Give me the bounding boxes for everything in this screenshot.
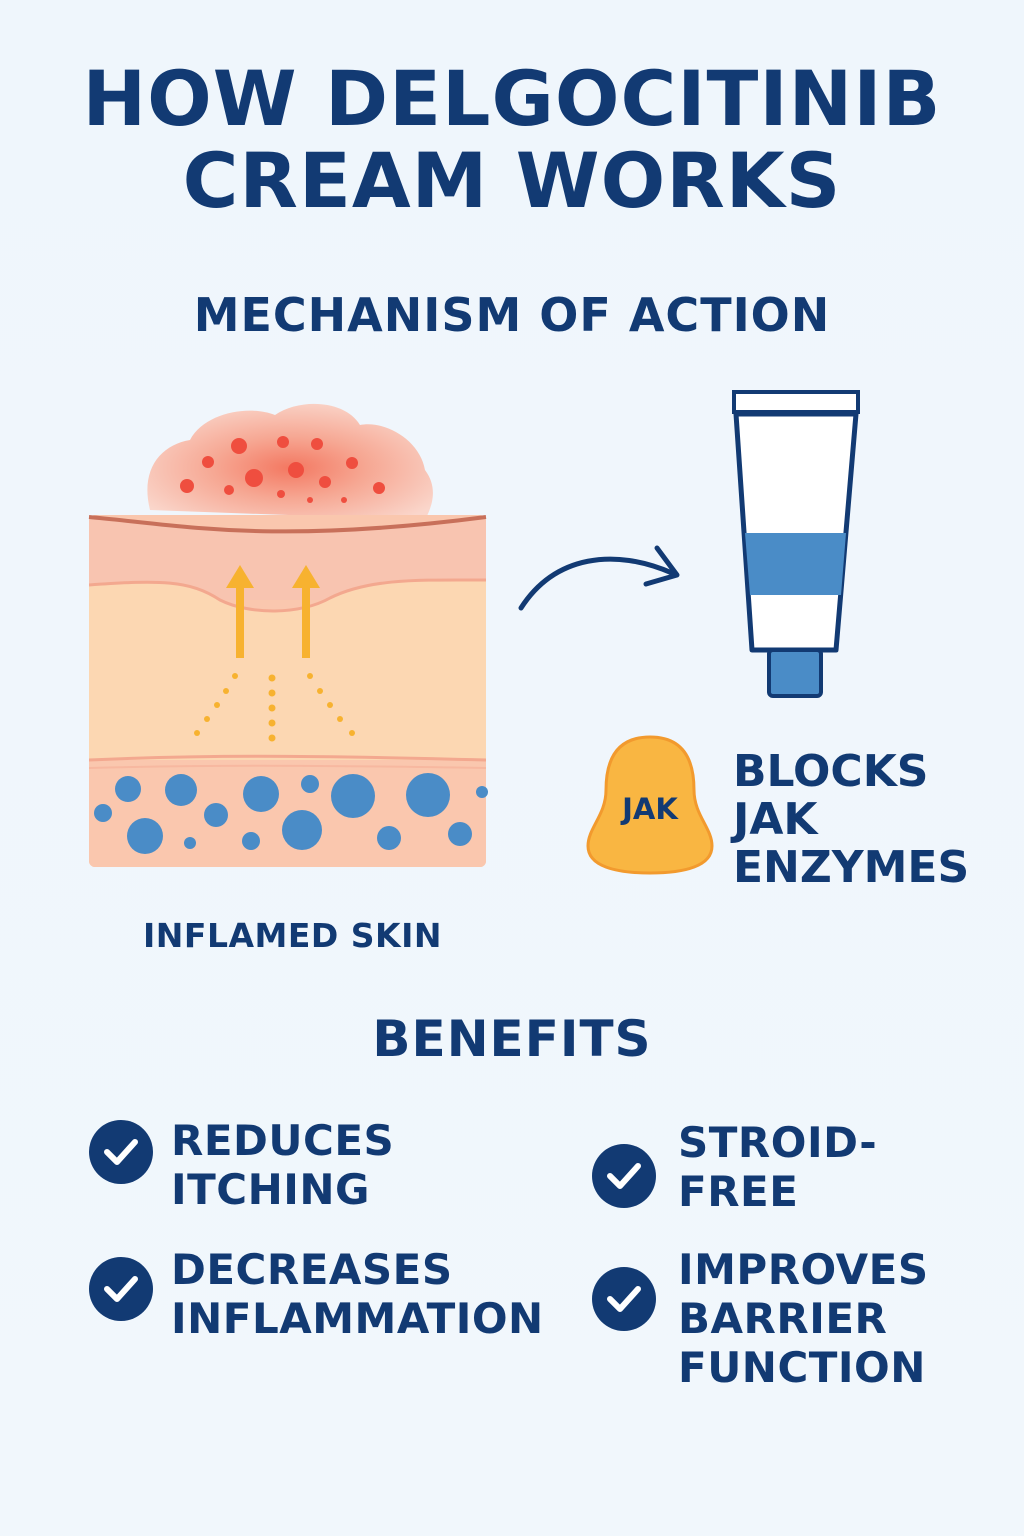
benefit-text: STROID- FREE	[678, 1118, 877, 1216]
benefit-text: DECREASES INFLAMMATION	[171, 1245, 544, 1343]
benefits-heading: BENEFITS	[372, 1010, 652, 1068]
jak-enzyme-icon	[586, 735, 714, 875]
inflamed-skin-caption: INFLAMED SKIN	[143, 916, 443, 955]
benefit-line: ITCHING	[171, 1165, 371, 1214]
benefit-item: REDUCES ITCHING	[89, 1116, 394, 1214]
cream-tube-icon	[732, 390, 860, 698]
blocks-line-3: ENZYMES	[733, 842, 970, 893]
blocks-line-1: BLOCKS	[733, 746, 929, 797]
benefit-line: REDUCES	[171, 1116, 395, 1165]
benefit-line: STROID-	[678, 1118, 878, 1167]
skin-surface-line	[88, 515, 487, 534]
benefit-text: IMPROVES BARRIER FUNCTION	[678, 1245, 929, 1392]
benefit-line: FUNCTION	[678, 1343, 926, 1392]
check-circle-icon	[89, 1120, 153, 1184]
jak-label: JAK	[622, 792, 678, 826]
title-line-2: CREAM WORKS	[182, 136, 842, 225]
inflammation-spots	[180, 436, 385, 503]
check-circle-icon	[592, 1144, 656, 1208]
benefit-text: REDUCES ITCHING	[171, 1116, 394, 1214]
inflammation-arrows	[194, 565, 355, 742]
benefit-line: INFLAMMATION	[171, 1294, 544, 1343]
benefit-line: IMPROVES	[678, 1245, 929, 1294]
benefit-item: STROID- FREE	[592, 1118, 877, 1216]
mechanism-heading: MECHANISM OF ACTION	[193, 288, 831, 342]
fat-cells	[94, 773, 488, 854]
curved-arrow-icon	[518, 545, 680, 611]
blocks-line-2: JAK	[733, 794, 818, 845]
mechanism-diagram	[88, 390, 860, 875]
benefit-item: IMPROVES BARRIER FUNCTION	[592, 1245, 929, 1392]
inflammation-bump	[147, 403, 433, 520]
page-title: HOW DELGOCITINIB CREAM WORKS	[0, 58, 1024, 222]
check-circle-icon	[592, 1267, 656, 1331]
check-circle-icon	[89, 1257, 153, 1321]
title-line-1: HOW DELGOCITINIB	[82, 54, 942, 143]
benefit-item: DECREASES INFLAMMATION	[89, 1245, 544, 1343]
benefit-line: BARRIER	[678, 1294, 888, 1343]
benefit-line: FREE	[678, 1167, 799, 1216]
benefit-line: DECREASES	[171, 1245, 453, 1294]
blocks-jak-text: BLOCKS JAK ENZYMES	[733, 748, 983, 892]
